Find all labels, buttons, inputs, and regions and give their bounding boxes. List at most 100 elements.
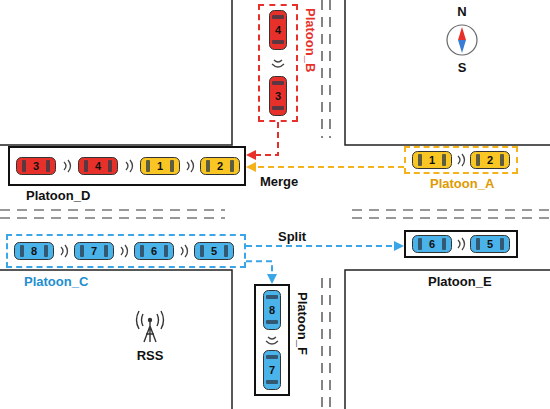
wireless-symbol [126, 160, 133, 172]
car-window [170, 160, 174, 172]
car-window [206, 160, 210, 172]
car-window [266, 380, 278, 384]
platoon-label: Platoon_C [24, 274, 88, 290]
car-body [15, 243, 54, 260]
vehicle: 8 [14, 242, 54, 260]
car-window [224, 245, 228, 257]
wireless-symbol [121, 245, 128, 257]
platoon-box: Platoon_C8765 [6, 234, 246, 268]
platoon-box: Platoon_F87 [254, 284, 290, 396]
compass-letter: S [458, 60, 467, 76]
platoon-label: Platoon_E [428, 274, 492, 290]
maneuver-label: Merge [258, 174, 300, 189]
car-window [272, 40, 284, 44]
vehicle-number: 4 [275, 24, 281, 36]
vehicle-number: 1 [157, 160, 163, 172]
rss-signal [137, 311, 164, 329]
car-window [164, 245, 168, 257]
car-window [22, 160, 26, 172]
car-window [20, 245, 24, 257]
platoon-maneuver-arrow [246, 245, 396, 247]
car-window [146, 160, 150, 172]
wireless-symbol [458, 238, 465, 250]
wireless-symbol [266, 337, 278, 344]
platoon-box: Platoon_D3412 [8, 146, 246, 186]
vehicle: 8 [263, 290, 281, 330]
vehicle: 4 [78, 157, 118, 175]
vehicle-number: 4 [95, 160, 101, 172]
platoon-label: Platoon_F [294, 292, 310, 355]
vehicle: 1 [412, 151, 452, 169]
car-body [17, 158, 56, 175]
car-window [418, 238, 422, 250]
car-window [266, 320, 278, 324]
vehicle-number: 7 [91, 245, 97, 257]
vehicle: 2 [470, 151, 510, 169]
vehicle: 5 [194, 242, 234, 260]
car-window [266, 355, 278, 359]
platoon-box: Platoon_B43 [258, 4, 298, 122]
vehicle: 3 [269, 76, 287, 116]
wireless-symbol [272, 60, 284, 67]
compass-needle-south [458, 40, 466, 53]
car-body [201, 158, 240, 175]
vehicle: 3 [16, 157, 56, 175]
vehicle: 1 [140, 157, 180, 175]
vehicle-number: 5 [487, 238, 493, 250]
vehicle-number: 2 [487, 154, 493, 166]
car-window [272, 106, 284, 110]
car-body [471, 236, 510, 253]
car-window [500, 238, 504, 250]
car-window [108, 160, 112, 172]
car-window [104, 245, 108, 257]
car-window [80, 245, 84, 257]
car-window [140, 245, 144, 257]
car-window [272, 81, 284, 85]
car-body [135, 243, 174, 260]
vehicle-number: 1 [429, 154, 435, 166]
platoon-maneuver-arrow [246, 261, 272, 276]
wireless-symbol [64, 160, 71, 172]
vehicle: 4 [269, 10, 287, 50]
car-body [195, 243, 234, 260]
vehicle-number: 6 [429, 238, 435, 250]
platoon-label: Platoon_D [26, 188, 90, 204]
car-window [266, 295, 278, 299]
vehicle-number: 3 [275, 90, 281, 102]
compass-ring [447, 25, 477, 55]
car-body [270, 11, 287, 50]
car-body [471, 152, 510, 169]
compass-letter: N [457, 4, 466, 20]
vehicle-number: 2 [217, 160, 223, 172]
vehicle: 6 [134, 242, 174, 260]
wireless-symbol [181, 245, 188, 257]
car-window [230, 160, 234, 172]
car-window [272, 15, 284, 19]
platoon-maneuver-arrow [254, 166, 404, 168]
car-body [79, 158, 118, 175]
vehicle: 6 [412, 235, 452, 253]
car-window [442, 154, 446, 166]
platoon-box: Platoon_A12 [404, 146, 518, 174]
car-body [264, 351, 281, 390]
vehicle: 2 [200, 157, 240, 175]
car-window [442, 238, 446, 250]
rss-tower [144, 322, 156, 342]
car-window [84, 160, 88, 172]
platoon-box: Platoon_E65 [404, 230, 518, 258]
compass-needle-north [458, 27, 466, 40]
car-window [476, 238, 480, 250]
platoon-label: Platoon_B [302, 8, 318, 72]
car-body [141, 158, 180, 175]
car-window [418, 154, 422, 166]
vehicle: 5 [470, 235, 510, 253]
car-body [270, 77, 287, 116]
car-body [413, 236, 452, 253]
car-window [500, 154, 504, 166]
car-body [75, 243, 114, 260]
vehicle-number: 5 [211, 245, 217, 257]
vehicle-number: 3 [33, 160, 39, 172]
